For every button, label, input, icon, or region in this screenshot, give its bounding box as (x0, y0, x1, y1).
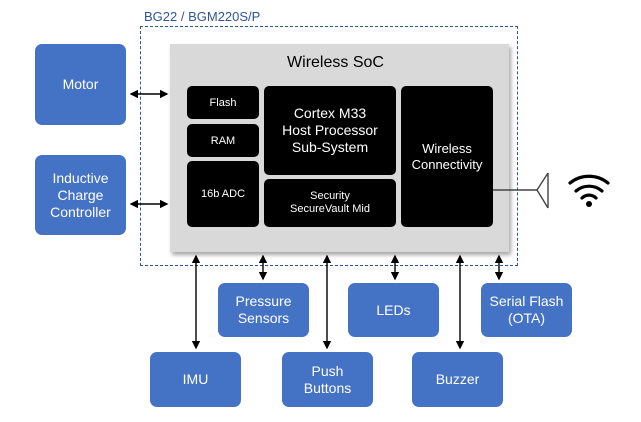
wifi-icon (568, 174, 610, 200)
leds-box: LEDs (348, 283, 439, 337)
imu-box: IMU (150, 352, 241, 407)
buzzer-box: Buzzer (412, 352, 503, 407)
motor-box: Motor (35, 44, 126, 125)
wifi-icon-dot (586, 201, 592, 207)
serial-flash-box: Serial Flash (OTA) (481, 283, 572, 337)
pressure-sensors-box: Pressure Sensors (218, 283, 309, 337)
cpu-block: Cortex M33 Host Processor Sub-System (264, 86, 396, 175)
soc-title: Wireless SoC (287, 54, 384, 71)
antenna-icon (493, 172, 549, 209)
push-buttons-box: Push Buttons (282, 352, 373, 407)
wireless-block: Wireless Connectivity (401, 86, 493, 227)
flash-block: Flash (187, 86, 259, 119)
module-label: BG22 / BGM220S/P (144, 9, 261, 24)
security-block: Security SecureVault Mid (264, 179, 396, 227)
adc-block: 16b ADC (187, 161, 259, 227)
ram-block: RAM (187, 124, 259, 157)
charge-controller-box: Inductive Charge Controller (35, 155, 126, 235)
